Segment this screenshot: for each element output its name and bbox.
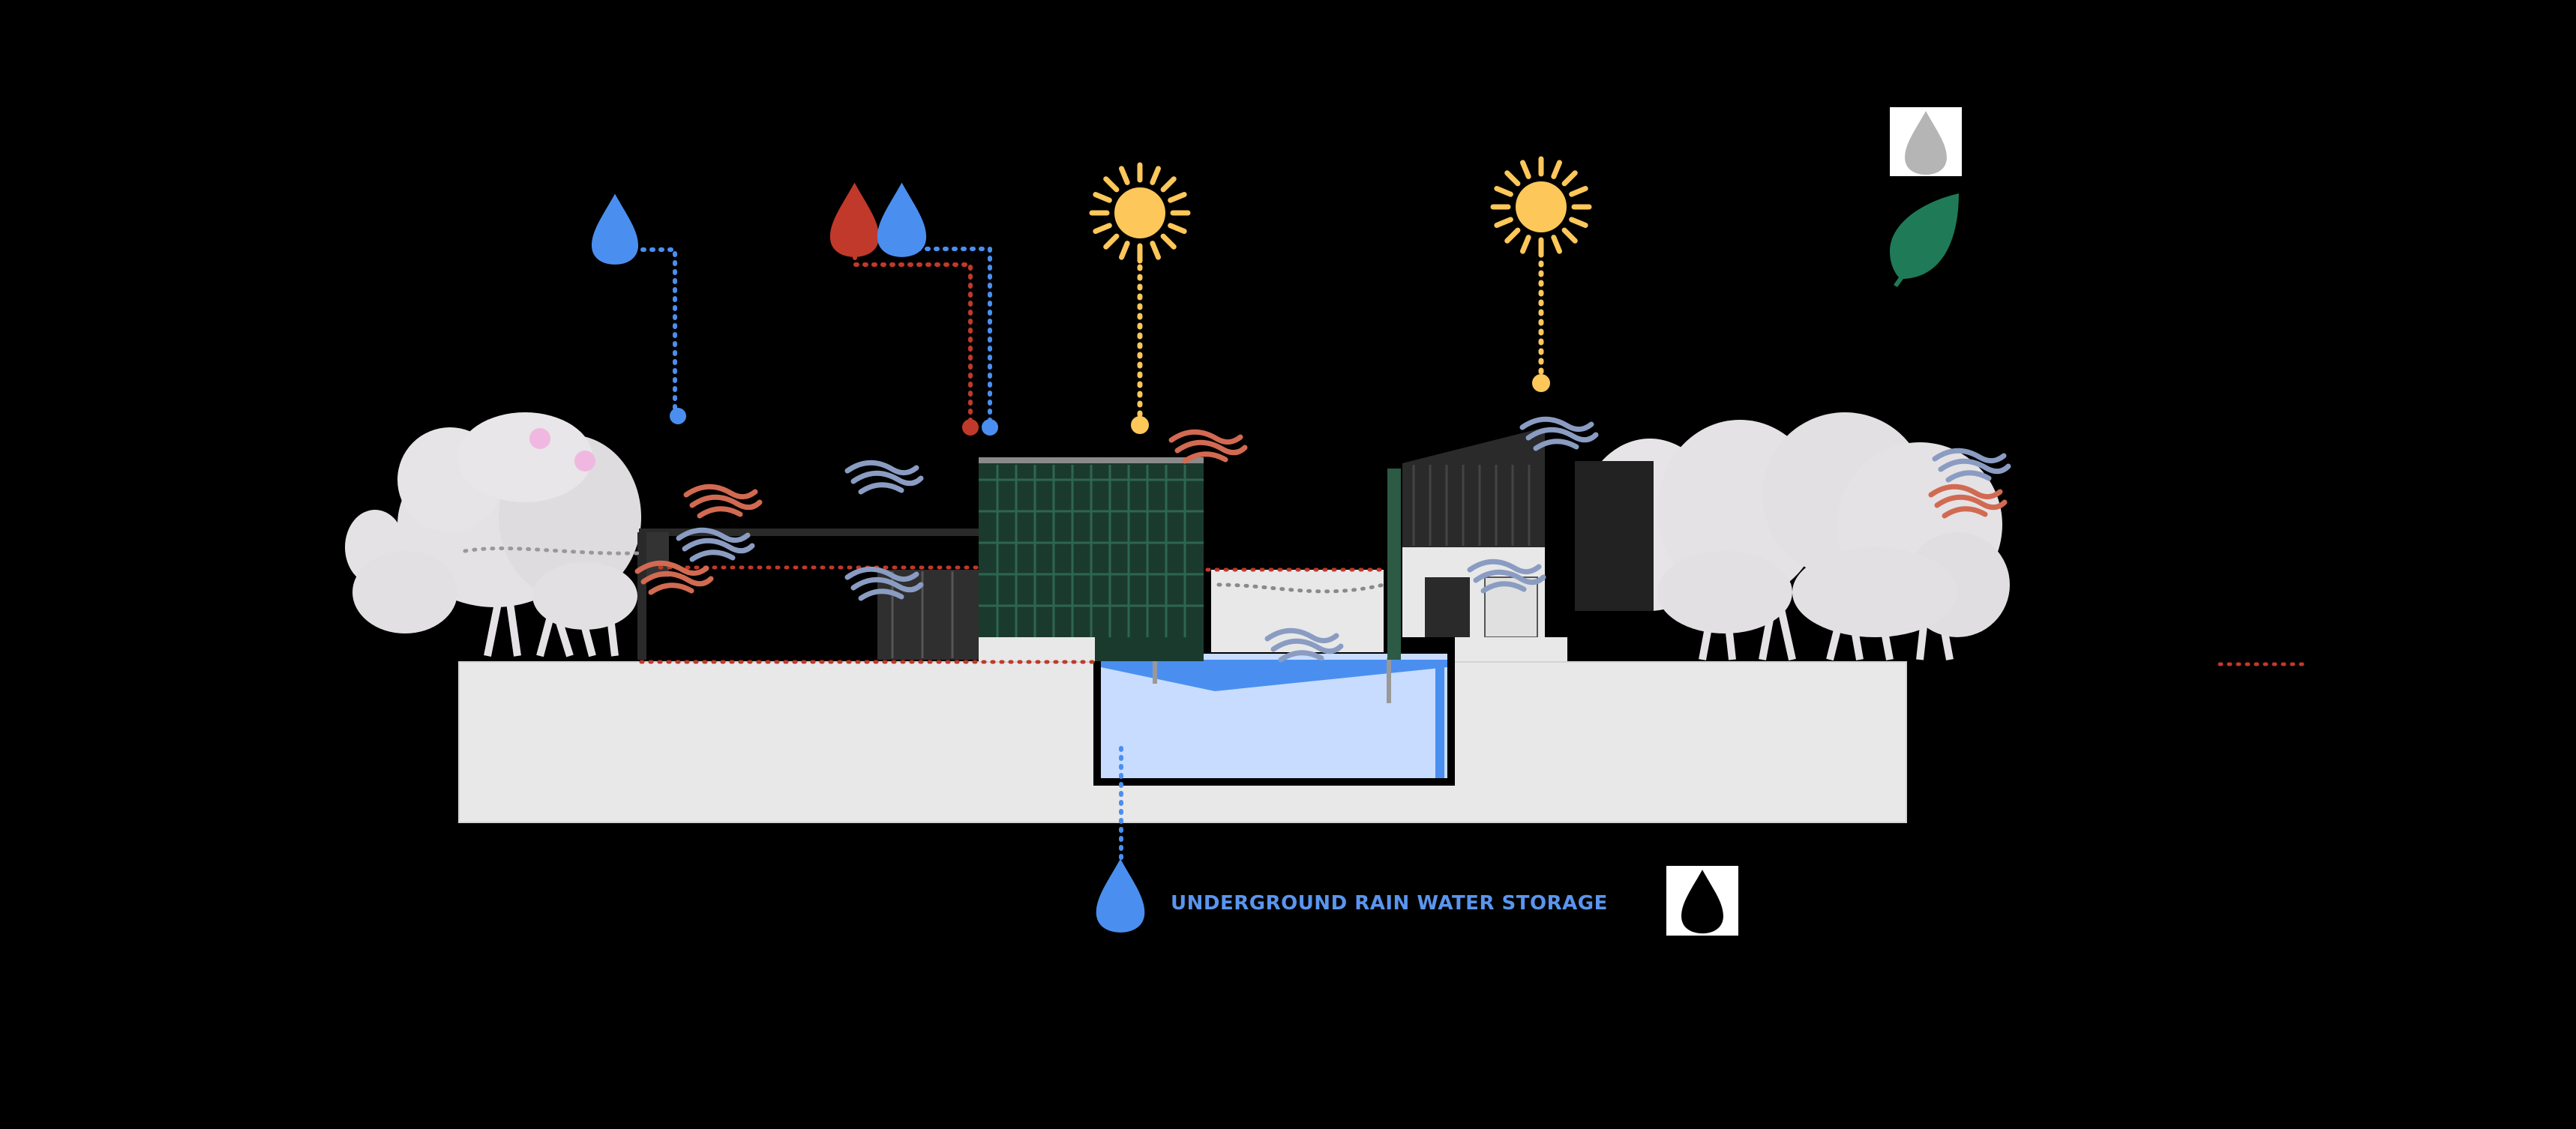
sun-icon: [1490, 156, 1592, 258]
solar-gain-left: [1089, 162, 1191, 434]
sun-icon: [1089, 162, 1191, 264]
underground-rain-water-tank: [1093, 646, 1455, 786]
legend-grey-water: [1890, 107, 1962, 176]
left-tree-icon: [345, 412, 641, 657]
leaf-icon: [1890, 193, 1959, 287]
green-facade-building: [979, 457, 1384, 661]
right-building: [1387, 427, 1654, 661]
legend-leaf: [1890, 193, 1959, 287]
legend-black-water: [1666, 866, 1738, 936]
storage-label: UNDERGROUND RAIN WATER STORAGE: [1171, 892, 1608, 915]
left-building: [637, 529, 984, 660]
rain-collection-drop: [591, 193, 686, 424]
solar-gain-right: [1490, 156, 1592, 392]
storage-outflow: [1096, 746, 1145, 933]
dotted-paths: [463, 547, 2305, 666]
hot-cold-water-supply: [829, 182, 998, 436]
